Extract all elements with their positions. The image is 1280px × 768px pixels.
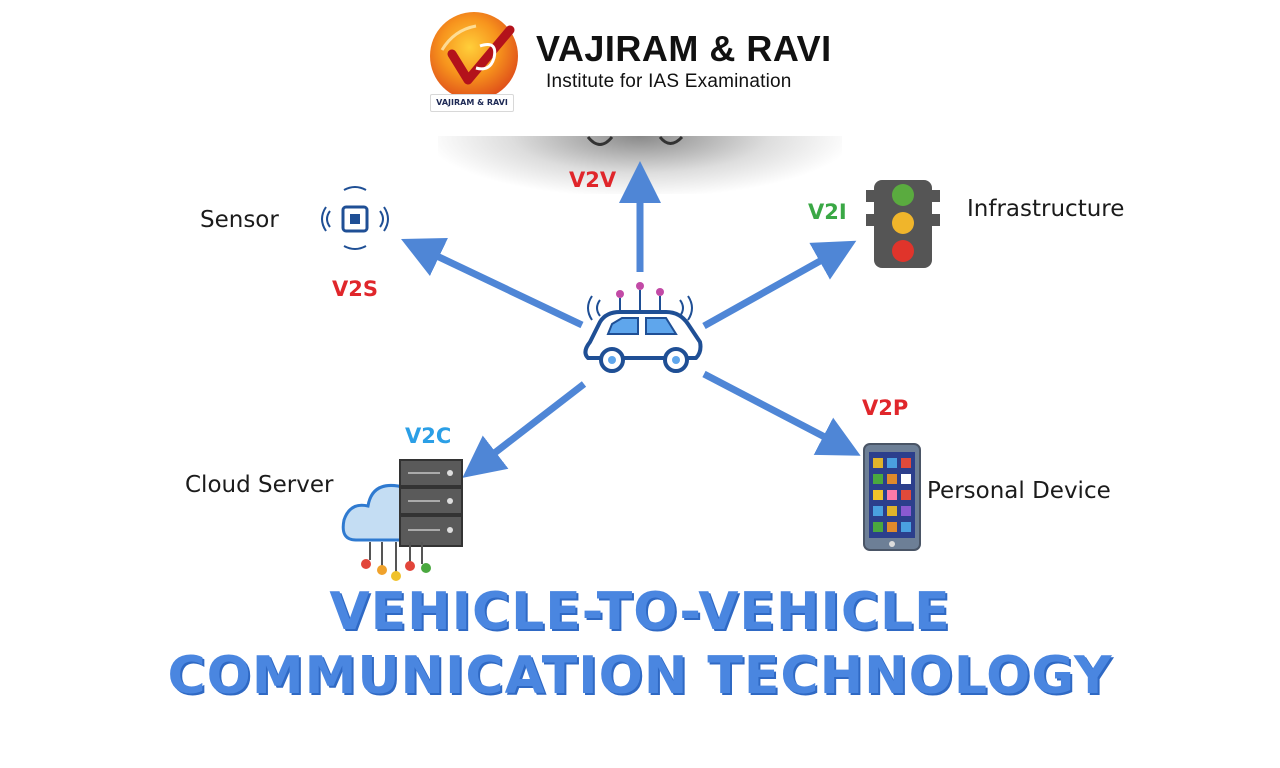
link-label-v2s: V2S [332,277,378,301]
brand-name: VAJIRAM & RAVI [536,28,832,69]
arrow-v2p [702,370,861,456]
brand-tagline: Institute for IAS Examination [546,71,792,92]
smartphone-icon [863,443,921,551]
arrow-v2c [462,381,587,478]
traffic-light-icon [866,180,940,268]
vehicle-icon [586,135,684,146]
institute-logo-emblem [430,12,518,100]
node-label-infrastructure: Infrastructure [967,196,1125,222]
arrow-v2s [401,238,584,329]
arrow-v2i [702,240,857,330]
link-label-v2c: V2C [405,424,452,448]
connection-arrows [401,161,861,478]
node-label-personal-device: Personal Device [927,478,1111,504]
cloud-server-icon [341,459,463,581]
node-label-cloud-server: Cloud Server [185,472,334,498]
page-title-line-1: VEHICLE-TO-VEHICLE [329,582,951,642]
sensor-icon [321,186,389,250]
logo-ribbon-text: VAJIRAM & RAVI [430,94,514,112]
link-label-v2i: V2I [808,200,847,224]
connected-car-icon [583,282,703,373]
node-label-sensor: Sensor [200,207,279,233]
page-title-line-2: COMMUNICATION TECHNOLOGY [167,646,1113,706]
link-label-v2p: V2P [862,396,909,420]
link-label-v2v: V2V [569,168,617,192]
